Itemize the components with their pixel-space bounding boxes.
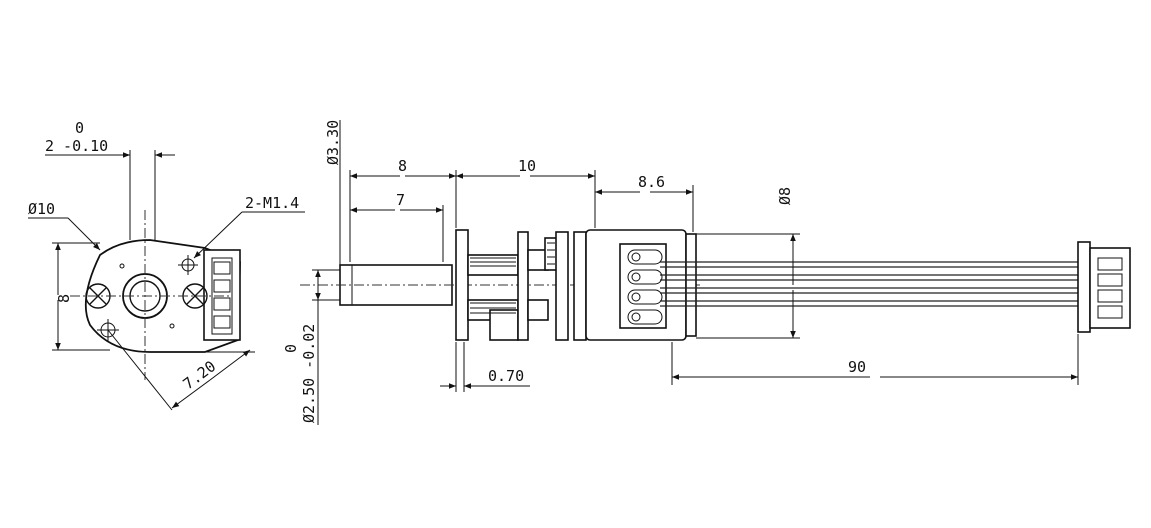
side-terminal-plate xyxy=(619,243,667,329)
side-dim-10: 10 xyxy=(518,157,536,175)
side-front-plate xyxy=(455,229,469,341)
front-terminal-inner xyxy=(211,257,233,335)
side-dim-8: 8 xyxy=(398,157,407,175)
side-view: Ø3.30 8 7 10 8.6 Ø8 0 Ø xyxy=(282,120,1131,425)
front-diameter-label: Ø10 xyxy=(28,200,55,218)
front-height-label: 8 xyxy=(55,294,73,303)
side-terminals xyxy=(627,249,663,325)
side-dim-7: 7 xyxy=(396,191,405,209)
side-motor-dia-label: Ø8 xyxy=(776,187,794,205)
front-terminal-block xyxy=(203,249,241,341)
front-screw-label: 2-M1.4 xyxy=(245,194,299,212)
side-dim-86: 8.6 xyxy=(638,173,665,191)
side-shaft-dia-label: Ø3.30 xyxy=(324,120,342,165)
side-cable-length-label: 90 xyxy=(848,358,866,376)
side-gearbox xyxy=(467,231,587,341)
side-cable xyxy=(660,261,1080,307)
front-tol-value: 2 -0.10 xyxy=(45,137,108,155)
front-terminal-pins xyxy=(213,261,231,329)
side-shaft-tol-upper: 0 xyxy=(282,344,300,353)
side-rear-cap xyxy=(685,233,697,337)
front-tol-upper: 0 xyxy=(75,119,84,137)
side-connector xyxy=(1077,241,1131,333)
side-shaft-tol-label: Ø2.50 -0.02 xyxy=(300,324,318,423)
side-gap-label: 0.70 xyxy=(488,367,524,385)
front-view: 0 2 -0.10 Ø10 2-M1.4 8 7.20 xyxy=(28,119,305,411)
